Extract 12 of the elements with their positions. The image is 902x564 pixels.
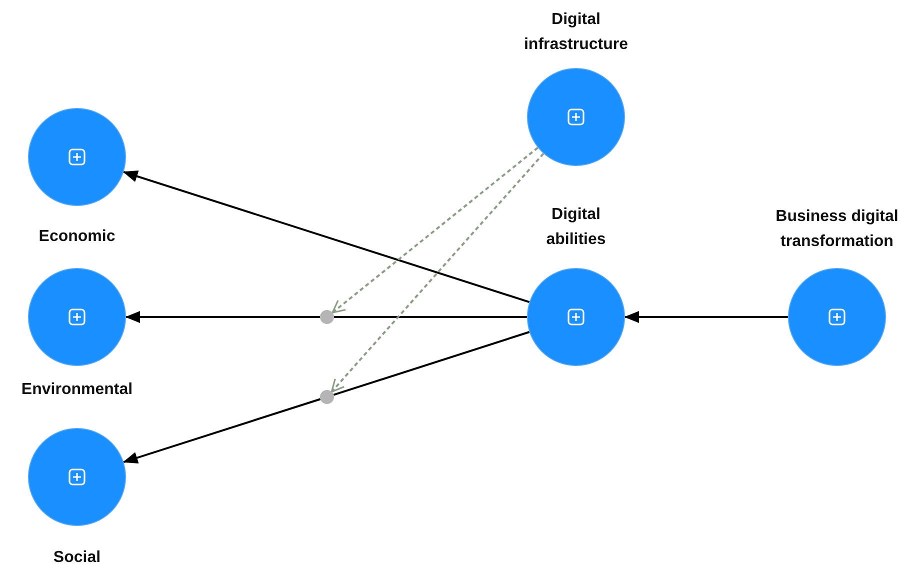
construct-label: Environmental: [20, 380, 134, 400]
path-arrow: [122, 170, 530, 303]
path-arrow: [125, 311, 320, 323]
construct-label: Digital infrastructure: [522, 10, 630, 55]
construct-label: Economic: [38, 227, 116, 247]
construct-label: Digital abilities: [545, 205, 607, 250]
moderating-arrow: [332, 146, 538, 314]
moderating-arrow: [330, 152, 544, 393]
construct-label: Social: [52, 548, 102, 564]
path-arrow: [624, 311, 788, 323]
path-arrow: [122, 398, 321, 464]
construct-label: Business digital transformation: [774, 207, 900, 252]
